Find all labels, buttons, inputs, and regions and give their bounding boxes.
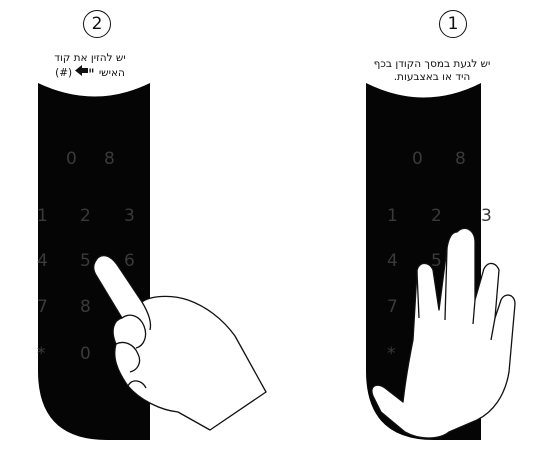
key-star: * xyxy=(387,344,396,364)
display-digit: 0 xyxy=(412,149,423,169)
keypad-device: 0 8 1 2 3 4 5 6 7 8 9 * 0 # xyxy=(0,0,269,456)
key-5: 5 xyxy=(80,251,91,271)
key-6: 6 xyxy=(124,251,135,271)
key-2: 2 xyxy=(80,206,91,226)
display-digit: 8 xyxy=(455,149,466,169)
key-2: 2 xyxy=(431,206,442,226)
key-4: 4 xyxy=(37,251,48,271)
step-1-panel: 1 יש לגעת במסך הקודן בכף היד או באצבעות.… xyxy=(269,0,538,456)
key-1: 1 xyxy=(37,206,48,226)
keypad-device: 0 8 1 2 3 4 5 7 * xyxy=(269,0,538,456)
key-star: * xyxy=(37,344,46,364)
key-4: 4 xyxy=(387,251,398,271)
key-3: 3 xyxy=(124,206,135,226)
step-2-panel: 2 יש להזין את קוד האישי (#) 0 8 1 2 3 4 … xyxy=(0,0,269,456)
key-7: 7 xyxy=(387,297,398,317)
key-1: 1 xyxy=(387,206,398,226)
key-3: 3 xyxy=(481,206,492,226)
display-digit: 0 xyxy=(66,149,77,169)
display-digit: 8 xyxy=(104,149,115,169)
key-7: 7 xyxy=(37,297,48,317)
key-0: 0 xyxy=(80,344,91,364)
key-8: 8 xyxy=(80,297,91,317)
